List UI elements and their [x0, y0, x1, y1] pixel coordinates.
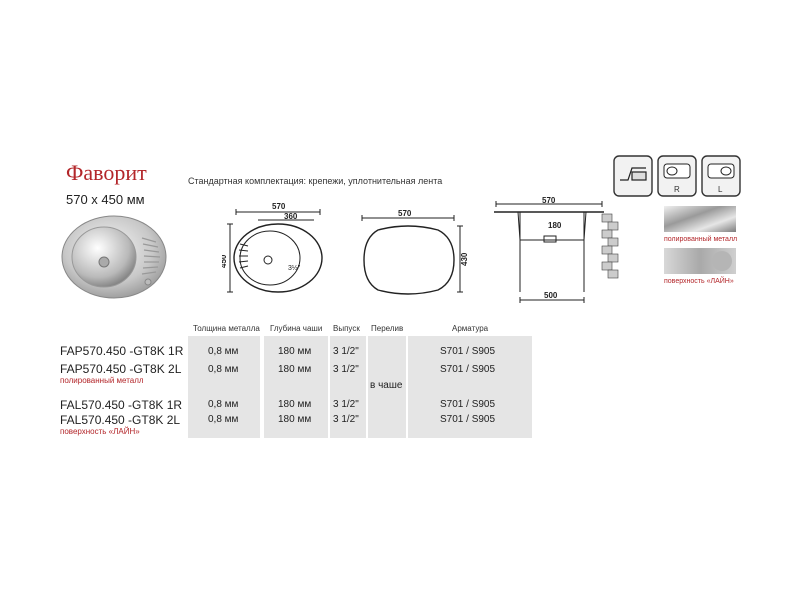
top-outlet-label: 3½": [288, 264, 301, 272]
group-label-line: поверхность «ЛАЙН»: [60, 427, 140, 436]
row-thickness: 0,8 мм: [208, 364, 239, 375]
product-name: Фаворит: [66, 160, 147, 185]
drawing-top-view: 570 360 450 3½": [222, 202, 323, 293]
section-width-label: 570: [542, 196, 556, 205]
col-bg-fittings: [408, 336, 532, 438]
header-thickness: Толщина металла: [193, 324, 260, 333]
row-fittings: S701 / S905: [440, 364, 496, 375]
header-overflow: Перелив: [371, 324, 404, 333]
product-size: 570 x 450 мм: [66, 192, 145, 207]
row-thickness: 0,8 мм: [208, 346, 239, 357]
sink-photo: [61, 215, 167, 299]
row-depth: 180 мм: [278, 364, 312, 375]
top-width-label: 570: [272, 202, 286, 211]
swatch-line: [664, 248, 736, 274]
row-depth: 180 мм: [278, 399, 312, 410]
mount-icons: R L: [613, 155, 741, 197]
col-bg-thickness: [188, 336, 260, 438]
bowl-width-label: 570: [398, 210, 412, 218]
top-height-label: 450: [222, 254, 228, 268]
row-model: FAL570.450 -GT8K 1R: [60, 398, 183, 412]
section-cabinet-label: 500: [544, 291, 558, 300]
row-depth: 180 мм: [278, 414, 312, 425]
header-depth: Глубина чаши: [270, 324, 323, 333]
bowl-right-icon: [663, 163, 691, 179]
finish-polished-label: полированный металл: [664, 236, 738, 243]
group-label-polished: полированный металл: [60, 376, 144, 385]
finish-line-label: поверхность «ЛАЙН»: [664, 278, 734, 285]
top-drain-label: 360: [284, 212, 298, 221]
col-bg-outlet: [330, 336, 366, 438]
row-model: FAP570.450 -GT8K 2L: [60, 362, 182, 376]
drawing-bowl-outline: 570 430: [361, 210, 468, 295]
row-outlet: 3 1/2": [333, 346, 359, 357]
row-fittings: S701 / S905: [440, 346, 496, 357]
row-depth: 180 мм: [278, 346, 312, 357]
row-thickness: 0,8 мм: [208, 414, 239, 425]
bowl-left-icon: [707, 163, 735, 179]
drawing-section-view: 570 180 500: [494, 196, 619, 303]
row-outlet: 3 1/2": [333, 414, 359, 425]
row-model: FAP570.450 -GT8K 1R: [60, 344, 184, 358]
inset-mount-icon: [620, 167, 647, 181]
row-outlet: 3 1/2": [333, 364, 359, 375]
right-icon-label: R: [674, 185, 680, 194]
col-bg-overflow: [368, 336, 406, 438]
standard-kit-text: Стандартная комплектация: крепежи, уплот…: [188, 176, 443, 186]
row-outlet: 3 1/2": [333, 399, 359, 410]
row-model: FAL570.450 -GT8K 2L: [60, 413, 181, 427]
left-icon-label: L: [718, 185, 723, 194]
overflow-value: в чаше: [370, 380, 403, 391]
col-bg-depth: [264, 336, 328, 438]
swatch-polished: [664, 206, 736, 232]
header-outlet: Выпуск: [333, 324, 360, 333]
bowl-height-label: 430: [460, 252, 468, 266]
row-thickness: 0,8 мм: [208, 399, 239, 410]
header-fittings: Арматура: [452, 324, 489, 333]
row-fittings: S701 / S905: [440, 414, 496, 425]
row-fittings: S701 / S905: [440, 399, 496, 410]
section-depth-label: 180: [548, 221, 562, 230]
